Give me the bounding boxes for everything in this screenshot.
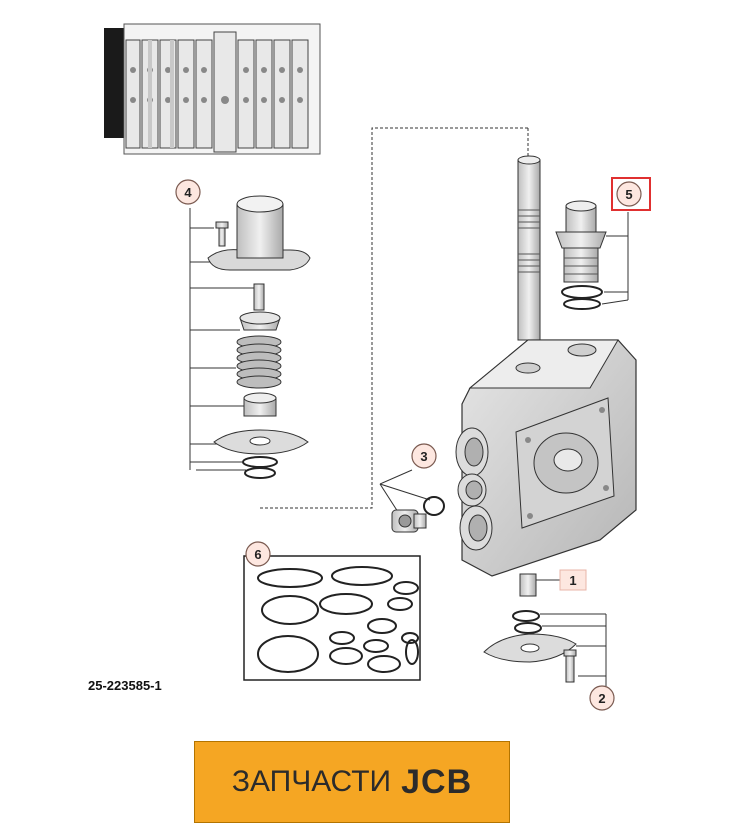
relief-valve-assembly [555, 200, 629, 310]
svg-text:3: 3 [420, 449, 427, 464]
seal-kit-box [243, 552, 421, 681]
valve-bank-thumbnail [104, 23, 321, 155]
banner-text: ЗАПЧАСТИ [231, 765, 392, 798]
brand-logo: JCB [401, 762, 473, 801]
lower-plate-assembly [483, 610, 607, 686]
valve-body [455, 339, 637, 597]
svg-text:6: 6 [254, 547, 261, 562]
callout-6: 6 [245, 541, 271, 567]
part-number-label: 25-223585-1 [88, 678, 162, 693]
dashed-link-line [258, 127, 528, 509]
parts-banner[interactable]: ЗАПЧАСТИ JCB [194, 741, 510, 823]
callout-4: 4 [175, 179, 201, 205]
plug-assembly [379, 469, 445, 533]
spool [517, 155, 541, 341]
spring-cap-assembly [189, 195, 311, 479]
callout-1: 1 [559, 569, 587, 591]
callout-2: 2 [589, 685, 615, 711]
svg-text:1: 1 [569, 573, 576, 588]
svg-text:4: 4 [184, 185, 192, 200]
svg-text:5: 5 [625, 187, 632, 202]
svg-text:2: 2 [598, 691, 605, 706]
callout-5: 5 [611, 177, 651, 211]
callout-3: 3 [411, 443, 437, 469]
